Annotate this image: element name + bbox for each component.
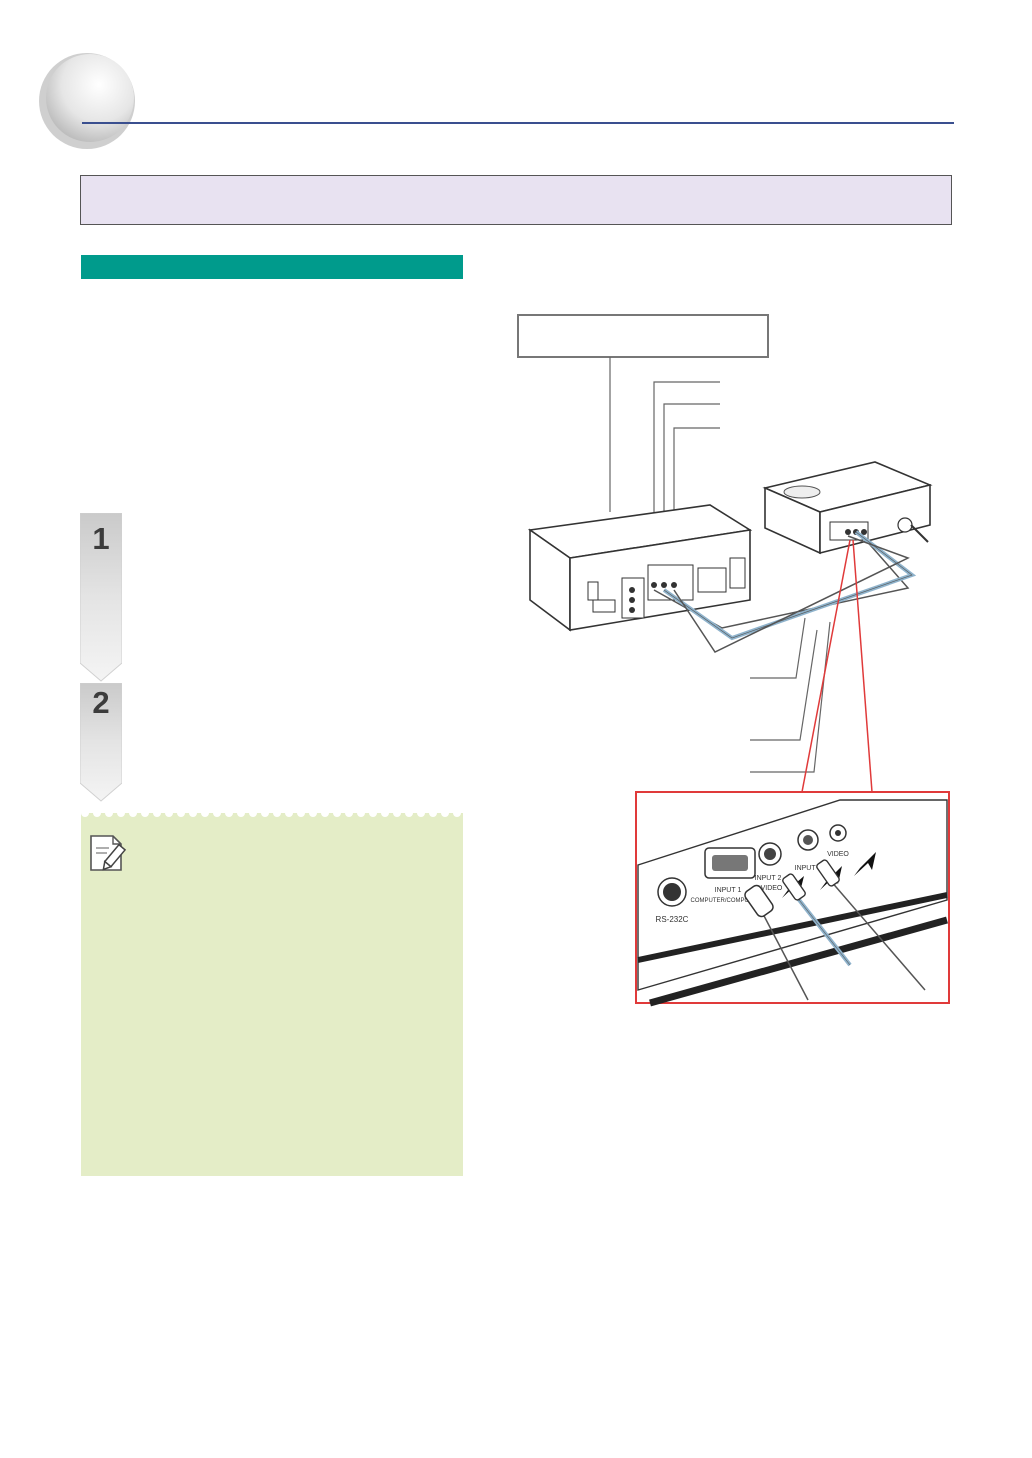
step-2-marker: 2: [80, 683, 122, 803]
step-number: 2: [92, 685, 110, 720]
section-heading-bar: [81, 255, 463, 279]
note-scallop-edge: [81, 808, 463, 817]
pencil-icon: [87, 834, 127, 874]
input2-port-sublabel: S-VIDEO: [754, 885, 783, 892]
input1-port-sublabel: COMPUTER/COMPONENT: [691, 898, 766, 904]
connection-diagram: RS-232C INPUT 1 COMPUTER/COMPONENT INPUT…: [500, 300, 970, 1020]
note-box: [81, 808, 463, 1176]
video-port-label: VIDEO: [827, 851, 849, 858]
rs232c-port-label: RS-232C: [656, 915, 689, 924]
input3-port-label: INPUT 3: [795, 865, 822, 872]
video-source-device: [527, 504, 753, 632]
input2-port-label: INPUT 2: [755, 875, 782, 882]
header-rule: [82, 122, 954, 124]
step-1-marker: 1: [80, 513, 122, 683]
chapter-tab-graphic: [38, 52, 136, 150]
intro-banner: [80, 175, 952, 225]
input1-port-label: INPUT 1: [715, 887, 742, 894]
step-number: 1: [92, 521, 110, 556]
projector: [762, 461, 933, 555]
input-terminals-detail: RS-232C INPUT 1 COMPUTER/COMPONENT INPUT…: [637, 799, 948, 1007]
